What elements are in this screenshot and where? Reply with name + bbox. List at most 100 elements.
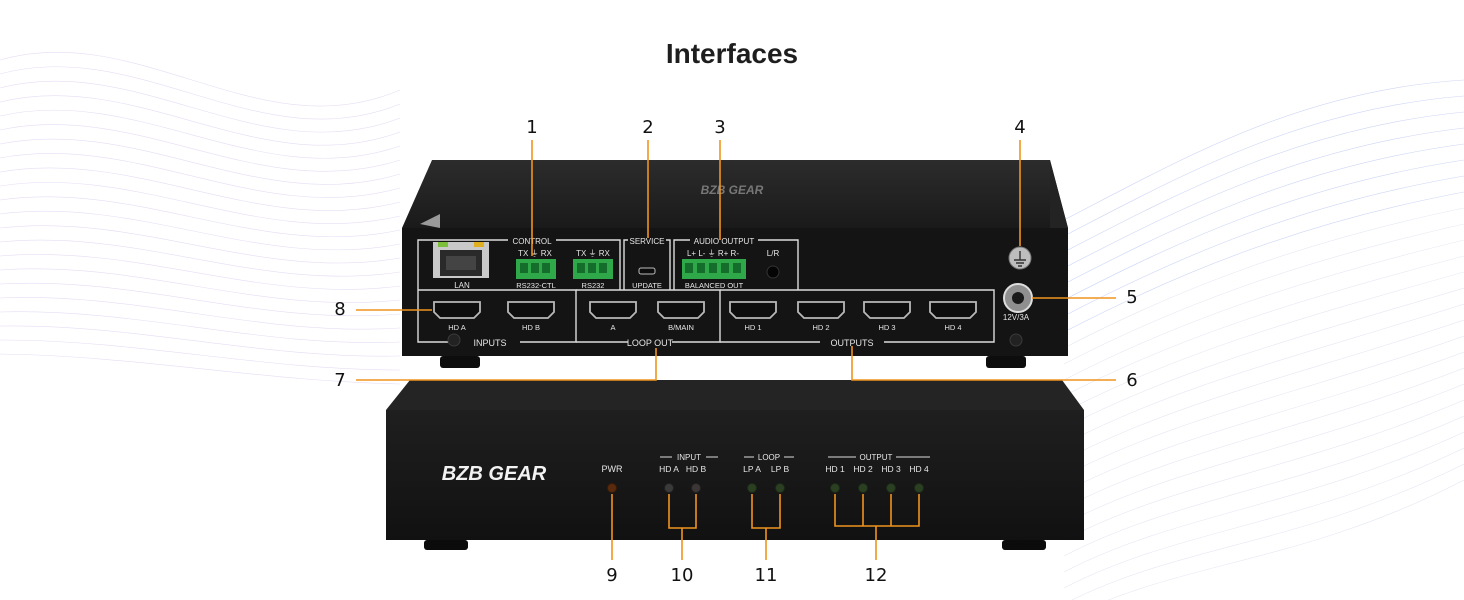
label-led-hd-b: HD B <box>686 464 707 474</box>
hdmi-loop-a-label: A <box>610 323 615 332</box>
wave-left-line <box>0 95 401 146</box>
wave-left-line <box>0 297 401 330</box>
wave-right-line <box>1071 463 1464 600</box>
label-pwr: PWR <box>602 464 623 474</box>
callout-7: 7 <box>334 370 346 391</box>
wave-right-line <box>1063 95 1464 237</box>
hdmi-in-hd-b <box>507 301 555 319</box>
led-lp-b <box>775 483 785 493</box>
led-hd-b <box>691 483 701 493</box>
front-foot-right <box>1002 540 1046 550</box>
wave-left-line <box>0 353 401 385</box>
rear-panel <box>402 228 1068 356</box>
silk-audio-box <box>673 239 799 290</box>
callout-4: 4 <box>1014 117 1026 138</box>
wave-left-line <box>0 311 401 343</box>
wave-right-line <box>1063 191 1464 333</box>
wave-left-line <box>0 109 401 159</box>
front-panel <box>386 410 1084 540</box>
rear-foot-right <box>986 356 1026 368</box>
wave-right-line <box>1063 207 1464 349</box>
front-foot-left <box>424 540 468 550</box>
led-hd-2 <box>858 483 868 493</box>
hdmi-out-hd-1 <box>729 301 777 319</box>
led-hd-a <box>664 483 674 493</box>
silk-service-box <box>623 239 671 290</box>
wave-right-line <box>1063 175 1464 317</box>
label-led-lp-b: LP B <box>771 464 790 474</box>
wave-left-line <box>0 268 401 303</box>
callout-8: 8 <box>334 299 346 320</box>
label-led-lp-a: LP A <box>743 464 761 474</box>
label-audio-output: AUDIO OUTPUT <box>694 237 755 246</box>
label-led-hd-1: HD 1 <box>825 464 845 474</box>
callout-2: 2 <box>642 117 654 138</box>
page-title: Interfaces <box>665 38 799 69</box>
callout-3: 3 <box>714 117 726 138</box>
wave-right-line <box>1063 351 1464 493</box>
hdmi-out-hd-2 <box>797 301 845 319</box>
rear-left-highlight <box>420 214 440 228</box>
label-power: 12V/3A <box>1003 313 1030 322</box>
callout-6: 6 <box>1126 370 1138 391</box>
label-balanced-out: BALANCED OUT <box>685 281 744 290</box>
wave-right-line <box>1063 159 1464 301</box>
label-led-hd-a: HD A <box>659 464 679 474</box>
hdmi-in-hd-b-label: HD B <box>522 323 540 332</box>
wave-left-line <box>0 282 401 317</box>
callout-1: 1 <box>526 117 538 138</box>
label-loop-out: LOOP OUT <box>627 338 674 348</box>
lr-audio-jack <box>766 265 780 279</box>
hdmi-loop-a <box>589 301 637 319</box>
rear-brand-logo: BZB GEAR <box>701 183 764 197</box>
rear-screw-left <box>447 333 461 347</box>
silk-loop-box <box>576 289 721 343</box>
label-rs232-ctl: RS232-CTL <box>516 281 556 290</box>
label-rs232: RS232 <box>582 281 605 290</box>
silk-inputs-box <box>417 289 577 343</box>
wave-left-line <box>0 182 401 224</box>
led-hd-1 <box>830 483 840 493</box>
front-logo: BZB GEAR <box>442 463 547 485</box>
wave-right-line <box>1063 399 1464 541</box>
callout-5: 5 <box>1126 287 1138 308</box>
silk-control-box <box>417 239 621 290</box>
wave-left-line <box>0 80 401 133</box>
wave-right-line <box>1063 303 1464 445</box>
usb-update-port <box>638 267 656 275</box>
led-hd-3 <box>886 483 896 493</box>
wave-left-line <box>0 196 401 238</box>
hdmi-in-hd-a <box>433 301 481 319</box>
dc-power-jack-center <box>1012 292 1024 304</box>
rs232-pins: TX ⏚ RX <box>576 249 610 258</box>
rear-unit: BZB GEAR CONTROL SERVICE AUDIO OUTPUT <box>402 160 1068 368</box>
callout-9: 9 <box>606 565 618 586</box>
label-inputs: INPUTS <box>473 338 506 348</box>
leader-6 <box>851 346 1116 381</box>
label-outputs: OUTPUTS <box>830 338 873 348</box>
leader-12 <box>834 494 920 560</box>
leader-7 <box>356 348 657 381</box>
wave-right-line <box>1063 447 1464 589</box>
hdmi-loop-b-main <box>657 301 705 319</box>
label-input-group: INPUT <box>677 453 701 462</box>
wave-right-line <box>1063 111 1464 253</box>
hdmi-out-hd-2-label: HD 2 <box>812 323 829 332</box>
wave-right-line <box>1063 415 1464 557</box>
leader-11 <box>751 494 781 560</box>
wave-left-line <box>0 225 401 264</box>
label-led-hd-3: HD 3 <box>881 464 901 474</box>
wave-left-line <box>0 167 401 211</box>
callout-12: 12 <box>864 565 888 586</box>
wave-right-line <box>1063 223 1464 365</box>
wave-left-line <box>0 239 401 277</box>
wave-left-line <box>0 339 401 371</box>
label-lan: LAN <box>454 281 470 290</box>
wave-right-line <box>1063 271 1464 413</box>
wave-right-line <box>1063 239 1464 381</box>
front-unit: BZB GEAR PWR INPUT LOOP OUTPUT HD A HD B… <box>386 380 1084 550</box>
wave-right-line <box>1063 335 1464 477</box>
wave-left-line <box>0 51 401 107</box>
